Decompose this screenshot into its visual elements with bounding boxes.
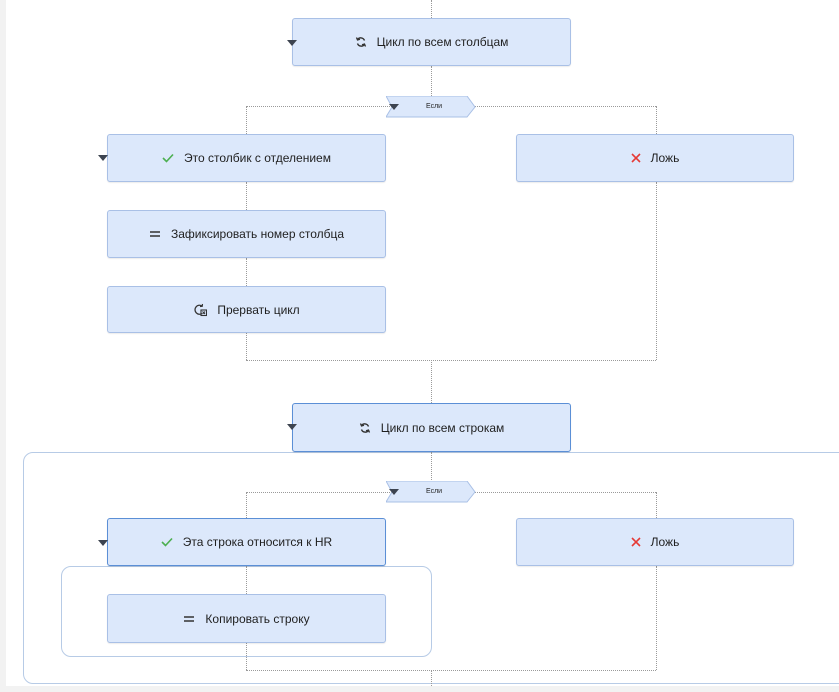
- break-loop-node[interactable]: Прервать цикл: [107, 286, 386, 333]
- node-label: Зафиксировать номер столбца: [170, 227, 345, 241]
- if-label: Если: [426, 488, 443, 495]
- connector: [431, 360, 432, 403]
- connector: [246, 106, 247, 134]
- equals-icon: [149, 230, 161, 238]
- collapse-toggle[interactable]: [287, 424, 297, 430]
- connector: [656, 106, 657, 134]
- condition-false-node[interactable]: Ложь: [516, 134, 794, 182]
- node-label: Эта строка относится к HR: [182, 535, 333, 549]
- node-label: Ложь: [650, 151, 680, 165]
- connector: [656, 182, 657, 360]
- if-node[interactable]: Если: [386, 96, 476, 118]
- connector: [656, 492, 657, 518]
- connector: [246, 333, 247, 360]
- if-node[interactable]: Если: [386, 481, 476, 503]
- connector: [246, 643, 247, 670]
- loop-icon: [355, 36, 367, 48]
- bottom-panel-edge: [0, 686, 839, 692]
- connector: [656, 566, 657, 670]
- check-icon: [161, 537, 173, 547]
- cross-icon: [631, 537, 641, 547]
- connector: [246, 258, 247, 286]
- condition-false-node[interactable]: Ложь: [516, 518, 794, 566]
- node-label: Ложь: [650, 535, 680, 549]
- assign-node[interactable]: Зафиксировать номер столбца: [107, 210, 386, 258]
- node-label: Копировать строку: [205, 611, 310, 626]
- loop-columns-node[interactable]: Цикл по всем столбцам: [292, 18, 571, 66]
- left-panel-edge: [0, 0, 6, 692]
- connector: [246, 492, 247, 518]
- connector: [431, 452, 432, 492]
- connector: [246, 360, 656, 361]
- collapse-toggle[interactable]: [389, 489, 399, 495]
- connector: [431, 0, 432, 18]
- connector: [246, 182, 247, 210]
- equals-icon: [183, 615, 195, 623]
- node-label: Цикл по всем столбцам: [376, 35, 509, 49]
- connector: [246, 670, 656, 671]
- loop-icon: [359, 422, 371, 434]
- check-icon: [162, 153, 174, 163]
- connector: [246, 566, 247, 594]
- cross-icon: [631, 153, 641, 163]
- collapse-toggle[interactable]: [287, 40, 297, 46]
- if-label: Если: [426, 103, 443, 110]
- assign-node[interactable]: Копировать строку: [107, 594, 386, 643]
- loop-rows-node[interactable]: Цикл по всем строкам: [292, 403, 571, 452]
- condition-true-node[interactable]: Эта строка относится к HR: [107, 518, 386, 566]
- collapse-toggle[interactable]: [389, 104, 399, 110]
- condition-true-node[interactable]: Это столбик с отделением: [107, 134, 386, 182]
- collapse-toggle[interactable]: [98, 540, 108, 546]
- node-label: Цикл по всем строкам: [380, 420, 505, 435]
- connector: [431, 670, 432, 692]
- connector: [431, 66, 432, 106]
- node-label: Прервать цикл: [217, 302, 300, 317]
- break-loop-icon: [193, 303, 208, 317]
- node-label: Это столбик с отделением: [184, 151, 331, 165]
- collapse-toggle[interactable]: [98, 155, 108, 161]
